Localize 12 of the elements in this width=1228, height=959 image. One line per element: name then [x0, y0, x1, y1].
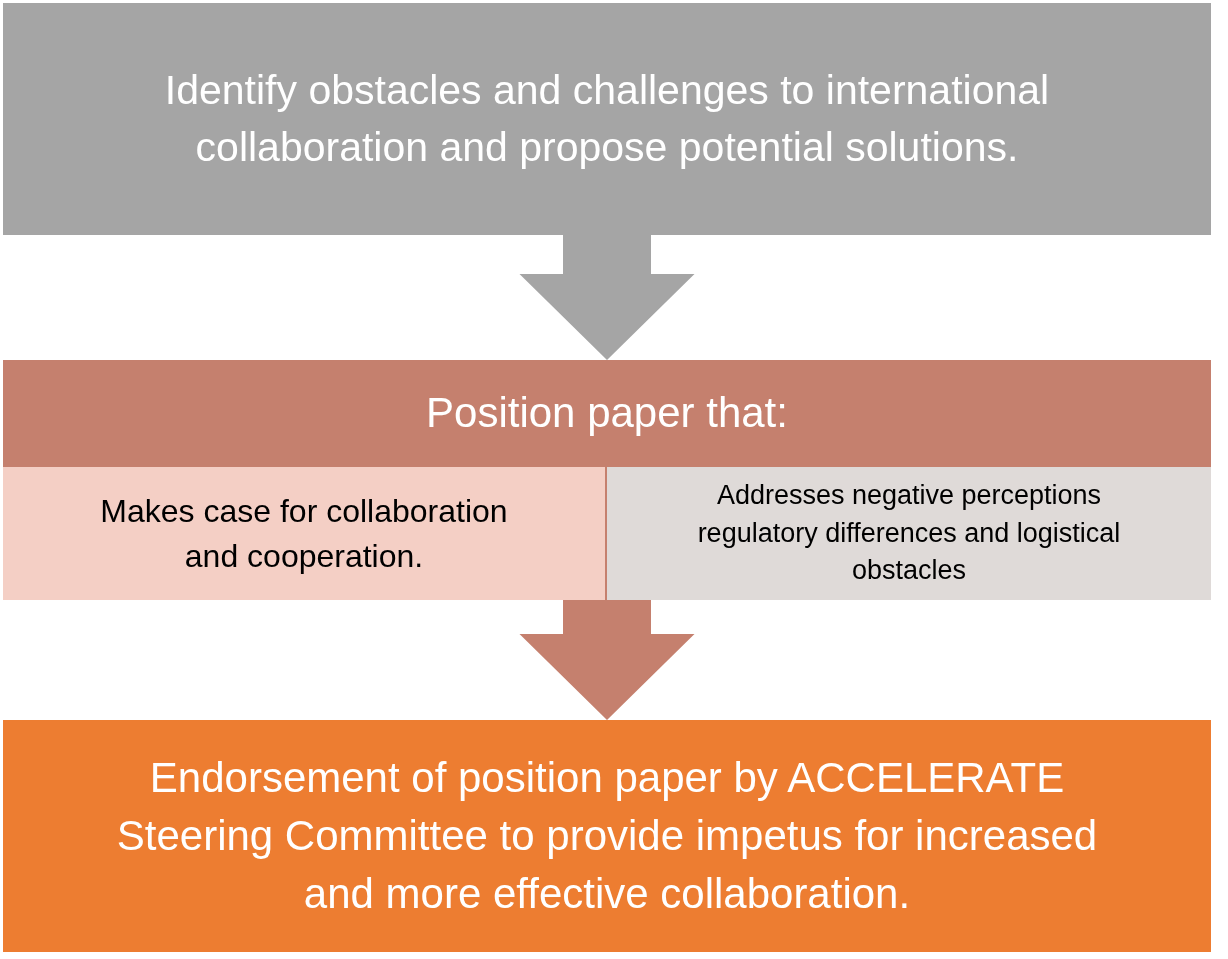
point-text: Makes case for collaboration and cooperation. — [99, 491, 509, 576]
step-text: Identify obstacles and challenges to international collaboration and propose potential solutions. — [163, 66, 1051, 172]
point-text: Addresses negative perceptions regulatory differences and logistical obstacles — [696, 478, 1122, 588]
block-arrow — [519, 600, 695, 720]
group-panel — [3, 360, 1211, 600]
process-box — [3, 3, 1211, 235]
process-box — [3, 720, 1211, 952]
point-panel — [607, 467, 1211, 600]
step-text: Endorsement of position paper by ACCELERATE Steering Committee to provide impetus for increased and more effective collaboration. — [115, 753, 1099, 919]
heading-text: Position paper that: — [426, 388, 788, 439]
block-arrow — [519, 235, 695, 360]
point-panel — [3, 467, 605, 600]
